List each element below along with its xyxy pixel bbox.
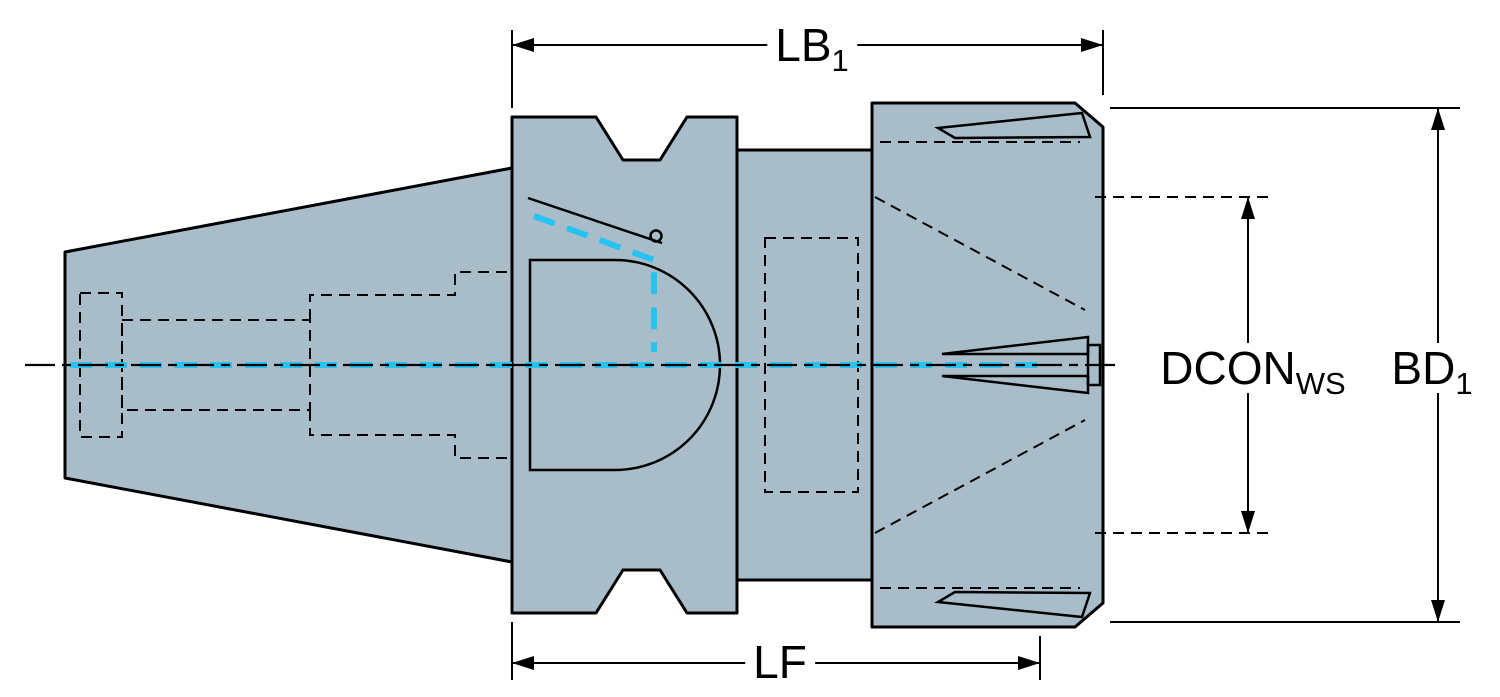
bd1-arrow-bottom: [1431, 600, 1445, 622]
internal-solid-details: [527, 111, 1102, 619]
hidden-detail-lines: [79, 141, 1086, 589]
nut-slot-bottom: [934, 590, 1092, 619]
label-lb1-main: LB: [775, 19, 832, 71]
collet-taper-bottom: [874, 419, 1086, 534]
lb1-arrow-right: [1081, 38, 1103, 52]
internal-cavity-outline: [528, 258, 722, 472]
dconws-arrow-bottom: [1241, 511, 1255, 533]
lb1-arrow-left: [512, 38, 534, 52]
label-dconws-sub: WS: [1295, 366, 1346, 401]
lf-arrow-left: [512, 656, 534, 670]
coolant-channel-wall: [527, 196, 663, 245]
bore-step-3-bottom: [309, 410, 512, 459]
nut-slot-top: [934, 111, 1092, 140]
set-screw-hole: [649, 229, 663, 243]
coolant-line-branch: [532, 213, 657, 352]
lf-arrow-right: [1018, 656, 1040, 670]
label-lb1: LB1: [767, 19, 857, 76]
label-lf: LF: [745, 637, 815, 687]
collet-taper-top: [874, 196, 1086, 311]
label-bd1: BD1: [1383, 342, 1481, 399]
label-dconws-main: DCON: [1160, 342, 1296, 394]
label-bd1-main: BD: [1391, 342, 1456, 394]
label-dconws: DCONWS: [1152, 342, 1354, 399]
label-lf-main: LF: [753, 636, 807, 688]
label-lb1-sub: 1: [831, 43, 849, 78]
label-bd1-sub: 1: [1455, 366, 1473, 401]
dconws-arrow-top: [1241, 197, 1255, 219]
bd1-arrow-top: [1431, 108, 1445, 130]
bore-step-3-top: [309, 271, 512, 320]
